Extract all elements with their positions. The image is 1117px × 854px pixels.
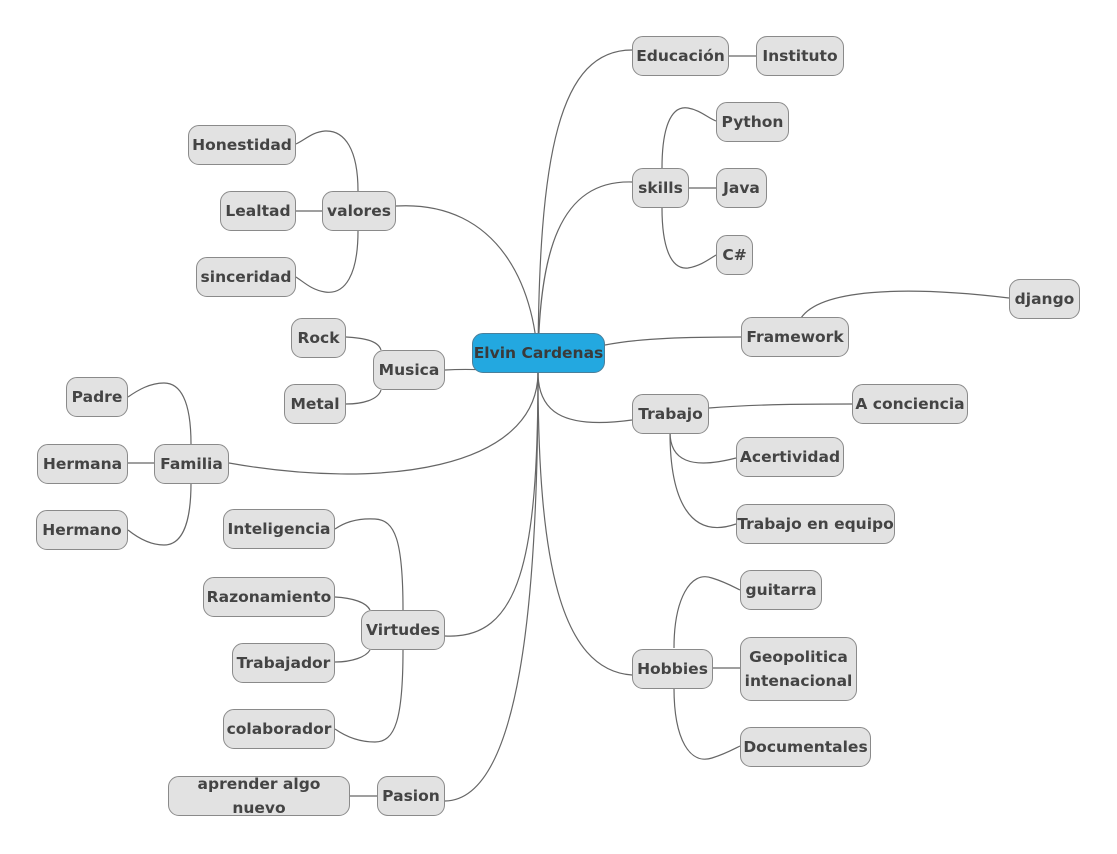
edge-musica-metal (345, 389, 382, 405)
edge-root-skills (537, 181, 633, 373)
edge-trabajo-aconciencia (708, 403, 853, 409)
edge-root-hobbies (537, 371, 633, 676)
edge-virtudes-trabajador (334, 649, 371, 663)
root-node[interactable]: Elvin Cardenas (472, 333, 605, 373)
node-inteligencia[interactable]: Inteligencia (223, 509, 335, 549)
edge-skills-csharp (661, 207, 717, 269)
node-pasion[interactable]: Pasion (377, 776, 445, 816)
edge-valores-sinceridad (295, 230, 359, 293)
edge-root-trabajo (537, 371, 633, 424)
node-geopolitica[interactable]: Geopolitica intenacional (740, 637, 857, 701)
edge-trabajo-acertividad (669, 431, 737, 464)
edge-familia-padre (127, 382, 192, 445)
edge-framework-django (800, 290, 1010, 319)
node-documentales[interactable]: Documentales (740, 727, 871, 767)
node-hobbies[interactable]: Hobbies (632, 649, 713, 689)
node-padre[interactable]: Padre (66, 377, 128, 417)
edge-root-virtudes (444, 371, 539, 637)
edge-virtudes-colaborador (334, 649, 404, 743)
edge-root-framework (604, 336, 742, 346)
edge-hobbies-guitarra (673, 576, 741, 649)
edge-trabajo-equipo (669, 431, 737, 529)
node-a-conciencia[interactable]: A conciencia (852, 384, 968, 424)
edge-virtudes-inteligencia (334, 518, 404, 611)
node-lealtad[interactable]: Lealtad (220, 191, 296, 231)
node-guitarra[interactable]: guitarra (740, 570, 822, 610)
edge-root-educacion (537, 49, 633, 373)
node-musica[interactable]: Musica (373, 350, 445, 390)
node-trabajo[interactable]: Trabajo (632, 394, 709, 434)
node-framework[interactable]: Framework (741, 317, 849, 357)
node-django[interactable]: django (1009, 279, 1080, 319)
edge-familia-hermano (127, 482, 192, 546)
node-honestidad[interactable]: Honestidad (188, 125, 296, 165)
node-sinceridad[interactable]: sinceridad (196, 257, 296, 297)
node-virtudes[interactable]: Virtudes (361, 610, 445, 650)
node-aprender-algo-nuevo[interactable]: aprender algo nuevo (168, 775, 350, 817)
node-hermano[interactable]: Hermano (36, 510, 128, 550)
node-instituto[interactable]: Instituto (756, 36, 844, 76)
node-valores[interactable]: valores (322, 191, 396, 231)
node-trabajo-en-equipo[interactable]: Trabajo en equipo (736, 504, 895, 544)
edge-virtudes-razonamiento (334, 596, 371, 611)
edge-skills-python (661, 107, 717, 169)
edge-root-familia (228, 371, 539, 475)
edge-valores-honestidad (295, 130, 359, 192)
node-java[interactable]: Java (716, 168, 767, 208)
edge-root-pasion (444, 371, 539, 802)
edge-hobbies-documentales (673, 687, 741, 760)
node-python[interactable]: Python (716, 102, 789, 142)
node-educacion[interactable]: Educación (632, 36, 729, 76)
node-skills[interactable]: skills (632, 168, 689, 208)
node-rock[interactable]: Rock (291, 318, 346, 358)
node-colaborador[interactable]: colaborador (223, 709, 335, 749)
node-familia[interactable]: Familia (154, 444, 229, 484)
edge-musica-rock (345, 336, 382, 351)
node-metal[interactable]: Metal (284, 384, 346, 424)
node-trabajador[interactable]: Trabajador (232, 643, 335, 683)
node-acertividad[interactable]: Acertividad (736, 437, 844, 477)
node-hermana[interactable]: Hermana (37, 444, 128, 484)
node-csharp[interactable]: C# (716, 235, 753, 275)
node-razonamiento[interactable]: Razonamiento (203, 577, 335, 617)
